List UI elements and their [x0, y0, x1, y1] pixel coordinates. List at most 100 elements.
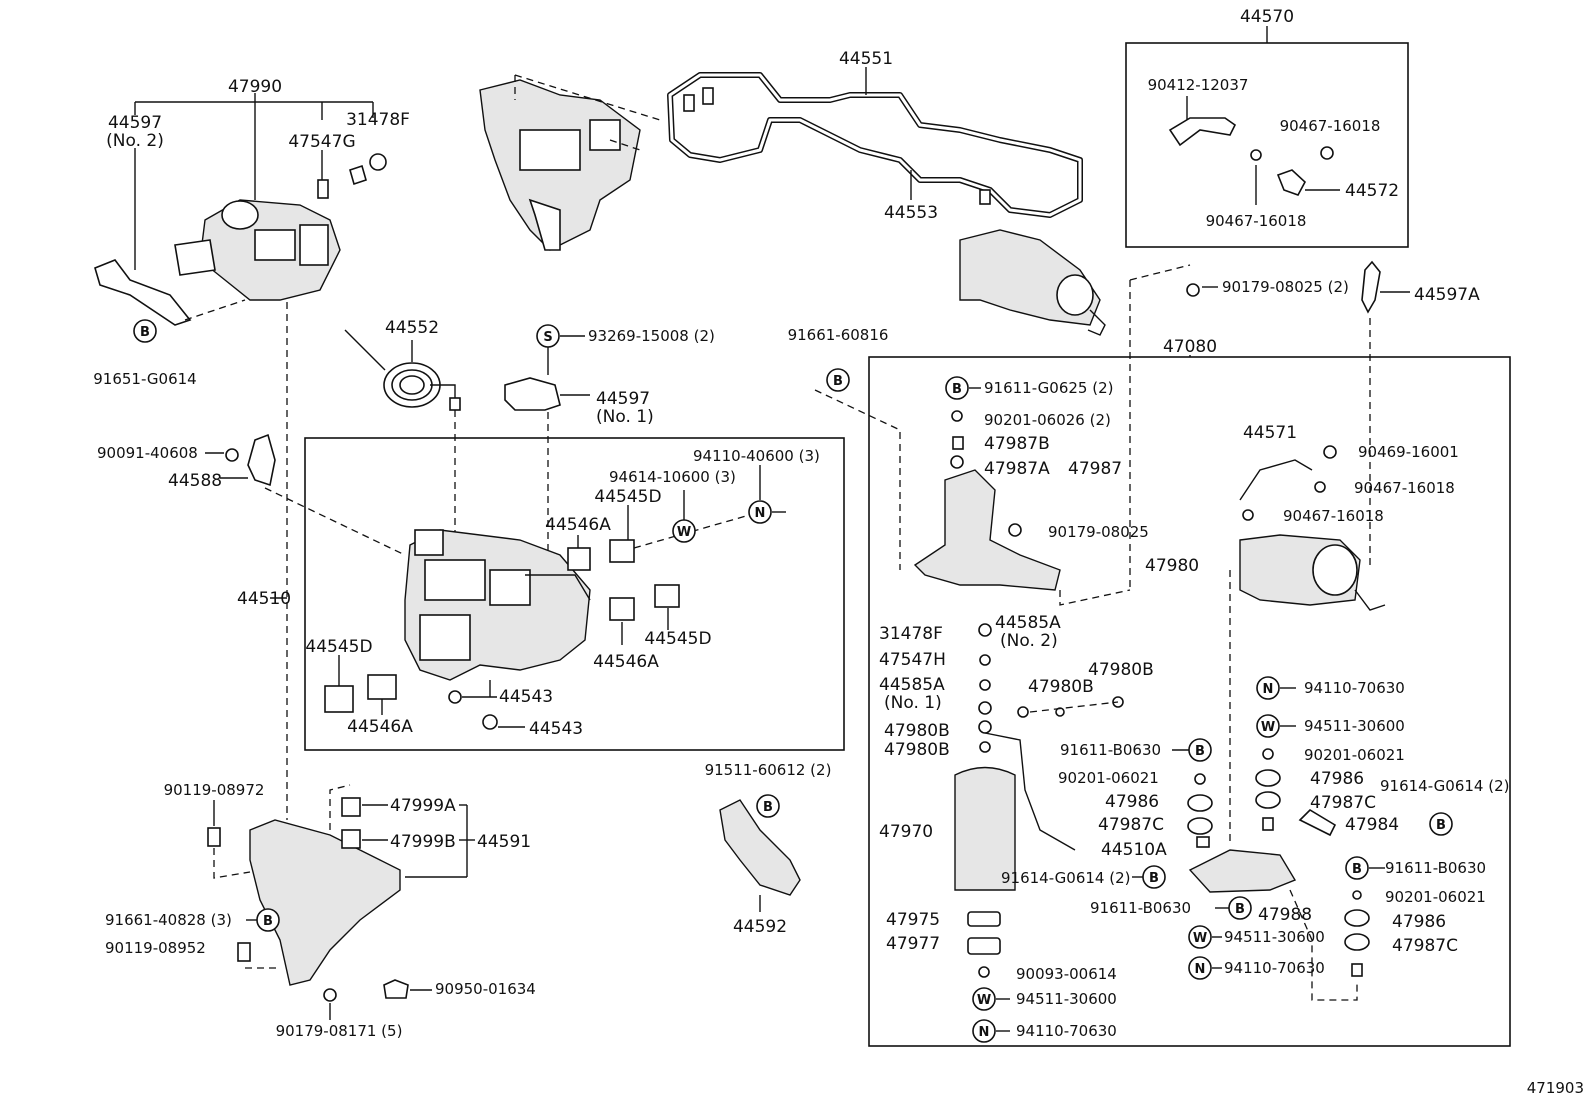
label-47987C-b: 47987C — [1098, 815, 1164, 835]
coiled-tube — [344, 329, 461, 545]
label-47080: 47080 — [1163, 337, 1217, 357]
label-90119-08972: 90119-08972 — [164, 781, 265, 799]
label-47980B-b: 47980B — [1028, 677, 1094, 697]
bolt-icon: B — [945, 376, 969, 400]
label-44572: 44572 — [1345, 181, 1399, 201]
label-44591: 44591 — [477, 832, 531, 852]
label-90201-06021-c: 90201-06021 — [1385, 888, 1486, 906]
label-90950-01634: 90950-01634 — [435, 980, 536, 998]
label-44585A-no1-sub: (No. 1) — [884, 693, 942, 713]
bolt-icon: B — [256, 908, 280, 932]
label-44545D-c: 44545D — [644, 629, 711, 649]
svg-text:B: B — [833, 374, 843, 389]
svg-text:B: B — [1436, 818, 1446, 833]
label-91511-60612: 91511-60612 (2) — [705, 761, 832, 779]
label-90467-16018-a: 90467-16018 — [1280, 117, 1381, 135]
label-44597-no1-sub: (No. 1) — [596, 407, 654, 427]
label-47987A: 47987A — [984, 459, 1050, 479]
svg-text:B: B — [1352, 862, 1362, 877]
brake-tube-assembly — [667, 67, 1083, 218]
label-44546A-a: 44546A — [545, 515, 611, 535]
label-90412-12037: 90412-12037 — [1148, 76, 1249, 94]
bolt-icon: B — [826, 368, 850, 392]
label-90469-16001: 90469-16001 — [1358, 443, 1459, 461]
bolt-icon: B — [1345, 856, 1369, 880]
label-44585A-no2: 44585A — [995, 613, 1061, 633]
label-47999A: 47999A — [390, 796, 456, 816]
label-90093-00614: 90093-00614 — [1016, 965, 1117, 983]
bolt-icon: B — [1188, 738, 1212, 762]
label-90467-16018-b: 90467-16018 — [1206, 212, 1307, 230]
label-47980B-a: 47980B — [1088, 660, 1154, 680]
label-44592: 44592 — [733, 917, 787, 937]
washer-icon: W — [1256, 714, 1280, 738]
svg-text:W: W — [1193, 931, 1207, 946]
label-91611-B0630-a: 91611-B0630 — [1060, 741, 1161, 759]
label-44546A-b: 44546A — [347, 717, 413, 737]
label-47984: 47984 — [1345, 815, 1399, 835]
label-44585A-no2-sub: (No. 2) — [1000, 631, 1058, 651]
label-31478F-top: 31478F — [346, 110, 410, 130]
actuator-bracket — [207, 784, 475, 1020]
bolt-icon: B — [133, 319, 157, 343]
hose-set-contents — [1168, 96, 1340, 205]
part-labels: 44570 47990 44597 (No. 2) 47547G 31478F … — [93, 7, 1584, 1097]
label-47987C-a: 47987C — [1310, 793, 1376, 813]
label-91614-G0614-2b: 91614-G0614 (2) — [1001, 869, 1131, 887]
label-44597-no2-sub: (No. 2) — [106, 131, 164, 151]
label-91651-G0614: 91651-G0614 — [93, 370, 196, 388]
svg-text:N: N — [1263, 682, 1274, 697]
bolt-icon: B — [1228, 896, 1252, 920]
nut-icon: N — [1256, 676, 1280, 700]
label-44553: 44553 — [884, 203, 938, 223]
label-93269-15008: 93269-15008 (2) — [588, 327, 715, 345]
hydraulic-actuator — [324, 505, 761, 730]
label-94110-70630-c: 94110-70630 — [1016, 1022, 1117, 1040]
label-94110-40600: 94110-40600 (3) — [693, 447, 820, 465]
label-90119-08952: 90119-08952 — [105, 939, 206, 957]
label-47990: 47990 — [228, 77, 282, 97]
symbol-markers: B S B N W B B B B W N N W B B W N B B — [133, 319, 1453, 1043]
label-91614-G0614-2a: 91614-G0614 (2) — [1380, 777, 1510, 795]
svg-text:W: W — [977, 993, 991, 1008]
svg-text:B: B — [1235, 902, 1245, 917]
label-44510: 44510 — [237, 589, 291, 609]
label-90201-06021-a: 90201-06021 — [1304, 746, 1405, 764]
label-44585A-no1: 44585A — [879, 675, 945, 695]
master-cylinder-assembly — [94, 93, 387, 326]
label-94614-10600: 94614-10600 (3) — [609, 468, 736, 486]
label-90467-16018-c: 90467-16018 — [1354, 479, 1455, 497]
label-47988: 47988 — [1258, 905, 1312, 925]
nut-icon: N — [748, 500, 772, 524]
label-44570: 44570 — [1240, 7, 1294, 27]
actuator-box — [304, 437, 845, 751]
label-90201-06026: 90201-06026 (2) — [984, 411, 1111, 429]
label-94511-30600-b: 94511-30600 — [1224, 928, 1325, 946]
label-47970: 47970 — [879, 822, 933, 842]
label-44545D-b: 44545D — [305, 637, 372, 657]
svg-text:N: N — [979, 1025, 990, 1040]
svg-text:B: B — [263, 914, 273, 929]
label-47547G: 47547G — [288, 132, 355, 152]
actuator-reference — [479, 74, 661, 251]
label-91611-B0630-b: 91611-B0630 — [1385, 859, 1486, 877]
label-47980B-d: 47980B — [884, 740, 950, 760]
label-47547H: 47547H — [879, 650, 946, 670]
label-47987C-c: 47987C — [1392, 936, 1458, 956]
label-44543-a: 44543 — [499, 687, 553, 707]
label-44552: 44552 — [385, 318, 439, 338]
stud-icon: S — [536, 324, 560, 348]
label-94110-70630-b: 94110-70630 — [1224, 959, 1325, 977]
label-44543-b: 44543 — [529, 719, 583, 739]
label-47986-c: 47986 — [1392, 912, 1446, 932]
label-47986-a: 47986 — [1310, 769, 1364, 789]
label-44510A: 44510A — [1101, 840, 1167, 860]
label-44546A-c: 44546A — [593, 652, 659, 672]
label-91661-60816: 91661-60816 — [788, 326, 889, 344]
label-94110-70630-a: 94110-70630 — [1304, 679, 1405, 697]
label-47975: 47975 — [886, 910, 940, 930]
pump-motor-reference — [959, 229, 1106, 336]
svg-text:N: N — [755, 506, 766, 521]
bolt-icon: B — [756, 794, 780, 818]
